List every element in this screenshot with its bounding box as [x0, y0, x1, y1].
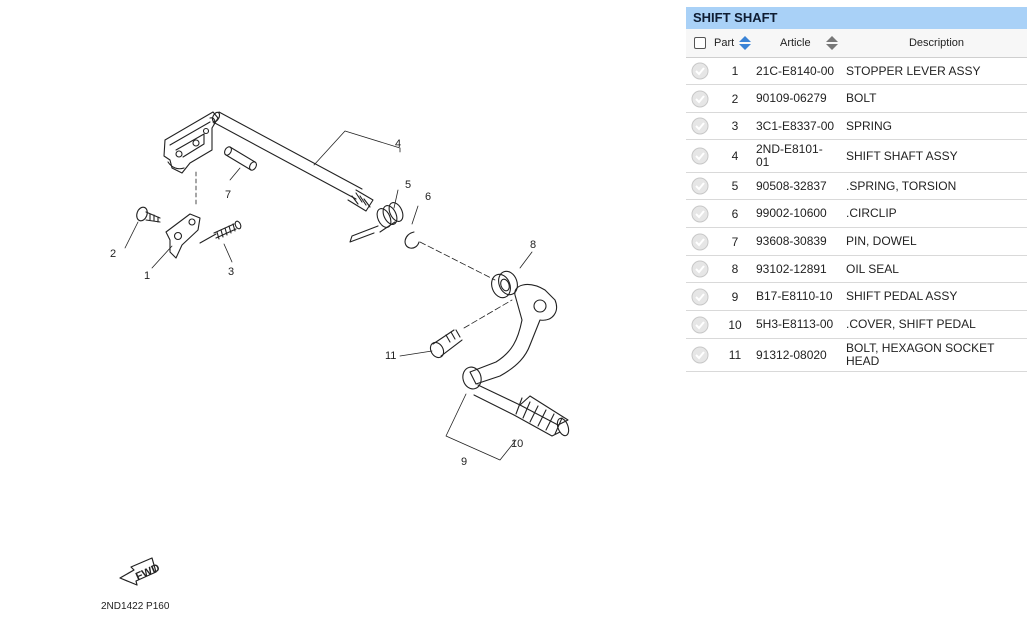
pedal-cover-drawing	[513, 395, 570, 437]
part-number: 11	[728, 348, 742, 362]
fwd-label: FWD	[134, 562, 162, 583]
part-number: 1	[731, 64, 739, 78]
stopper-lever-drawing	[165, 213, 201, 259]
article-number: 90109-06279	[756, 91, 827, 105]
article-number: B17-E8110-10	[756, 289, 833, 303]
check-circle-icon[interactable]	[691, 260, 709, 278]
table-row[interactable]: 4 2ND-E8101-01 SHIFT SHAFT ASSY	[686, 139, 1027, 173]
dowel-pin-drawing	[224, 146, 257, 171]
table-header-row: Part Article Description	[686, 29, 1027, 58]
table-row[interactable]: 10 5H3-E8113-00 .COVER, SHIFT PEDAL	[686, 310, 1027, 339]
select-all-cell	[686, 29, 714, 58]
part-number: 2	[731, 91, 739, 106]
table-row[interactable]: 1 21C-E8140-00 STOPPER LEVER ASSY	[686, 57, 1027, 85]
part-description: .COVER, SHIFT PEDAL	[846, 317, 976, 331]
oil-seal-drawing	[491, 270, 518, 299]
table-row[interactable]: 6 99002-10600 .CIRCLIP	[686, 199, 1027, 228]
part-number: 5	[731, 179, 739, 193]
part-number: 9	[731, 289, 739, 304]
table-row[interactable]: 5 90508-32837 .SPRING, TORSION	[686, 172, 1027, 200]
sort-arrows-icon[interactable]	[825, 35, 839, 51]
callout-2: 2	[110, 248, 116, 260]
check-circle-icon[interactable]	[691, 205, 709, 223]
article-number: 91312-08020	[756, 347, 827, 362]
callout-10: 10	[511, 438, 523, 450]
parts-panel: SHIFT SHAFT Part Article Description	[686, 7, 1027, 372]
callout-1: 1	[144, 270, 150, 282]
diagram-code: 2ND1422 P160	[101, 601, 170, 612]
part-description: SPRING	[846, 118, 893, 133]
part-header-label: Part	[714, 36, 735, 49]
article-number: 93102-12891	[756, 261, 827, 276]
description-column-header: Description	[846, 29, 1027, 58]
shift-shaft-drawing	[211, 111, 374, 212]
check-circle-icon[interactable]	[691, 316, 709, 334]
check-circle-icon[interactable]	[691, 117, 709, 135]
part-description: .SPRING, TORSION	[846, 178, 957, 193]
part-number: 3	[731, 119, 739, 133]
check-circle-icon[interactable]	[691, 233, 709, 251]
callout-8: 8	[530, 239, 536, 251]
panel-title: SHIFT SHAFT	[686, 7, 1027, 29]
parts-table: Part Article Description 1 21C-E8140-00 …	[686, 29, 1027, 372]
part-description: SHIFT SHAFT ASSY	[846, 148, 958, 163]
circlip-drawing	[404, 231, 420, 249]
check-circle-icon[interactable]	[691, 288, 709, 306]
torsion-spring-drawing	[349, 202, 404, 243]
table-row[interactable]: 3 3C1-E8337-00 SPRING	[686, 112, 1027, 140]
callout-11: 11	[385, 350, 396, 362]
check-circle-icon[interactable]	[691, 177, 709, 195]
callout-7: 7	[225, 189, 231, 201]
diagram-callouts: 4 5 6 7 2 1 3 8 11 10 9 FWD 2ND1422 P160	[101, 138, 536, 612]
article-number: 93608-30839	[756, 234, 827, 248]
callout-4: 4	[395, 138, 401, 150]
callout-6: 6	[425, 191, 431, 203]
part-description: SHIFT PEDAL ASSY	[846, 289, 958, 303]
part-number: 10	[728, 317, 742, 332]
bolt-drawing	[136, 206, 161, 223]
table-row[interactable]: 7 93608-30839 PIN, DOWEL	[686, 227, 1027, 256]
hex-socket-bolt-drawing	[429, 329, 463, 359]
article-number: 3C1-E8337-00	[756, 118, 835, 133]
table-row[interactable]: 9 B17-E8110-10 SHIFT PEDAL ASSY	[686, 282, 1027, 311]
table-row[interactable]: 2 90109-06279 BOLT	[686, 84, 1027, 113]
select-all-checkbox[interactable]	[694, 37, 706, 50]
part-number: 8	[731, 262, 739, 276]
check-circle-icon[interactable]	[691, 147, 709, 165]
part-description: BOLT, HEXAGON SOCKET HEAD	[846, 341, 995, 368]
callout-3: 3	[228, 266, 234, 278]
article-number: 99002-10600	[756, 206, 827, 220]
part-number: 6	[731, 206, 739, 221]
article-number: 21C-E8140-00	[756, 63, 835, 78]
callout-9: 9	[461, 456, 467, 468]
part-description: BOLT	[846, 91, 877, 105]
article-number: 90508-32837	[756, 178, 827, 193]
part-column-header[interactable]: Part	[714, 29, 756, 58]
check-circle-icon[interactable]	[691, 90, 709, 108]
check-circle-icon[interactable]	[691, 346, 709, 364]
parts-diagram: 4 5 6 7 2 1 3 8 11 10 9 FWD 2ND1422 P160	[101, 111, 570, 612]
table-row[interactable]: 11 91312-08020 BOLT, HEXAGON SOCKET HEAD	[686, 338, 1027, 372]
description-header-label: Description	[908, 37, 965, 49]
spring-drawing	[199, 220, 242, 244]
shift-lever-bracket-drawing	[163, 111, 219, 174]
article-header-label: Article	[780, 36, 811, 49]
article-number: 2ND-E8101-01	[756, 142, 823, 169]
article-column-header[interactable]: Article	[756, 29, 846, 58]
part-description: STOPPER LEVER ASSY	[846, 63, 981, 78]
sort-arrows-icon[interactable]	[738, 35, 752, 51]
fwd-arrow-icon	[119, 557, 157, 586]
part-number: 4	[731, 149, 739, 163]
callout-5: 5	[405, 179, 411, 191]
part-number: 7	[731, 234, 739, 249]
exploded-view-drawing: 4 5 6 7 2 1 3 8 11 10 9 FWD 2ND1422 P160	[101, 111, 570, 612]
table-row[interactable]: 8 93102-12891 OIL SEAL	[686, 255, 1027, 283]
part-description: OIL SEAL	[846, 261, 899, 276]
shift-pedal-drawing	[462, 284, 558, 416]
article-number: 5H3-E8113-00	[756, 317, 834, 331]
part-description: PIN, DOWEL	[846, 234, 917, 248]
check-circle-icon[interactable]	[691, 62, 709, 80]
part-description: .CIRCLIP	[846, 206, 897, 220]
